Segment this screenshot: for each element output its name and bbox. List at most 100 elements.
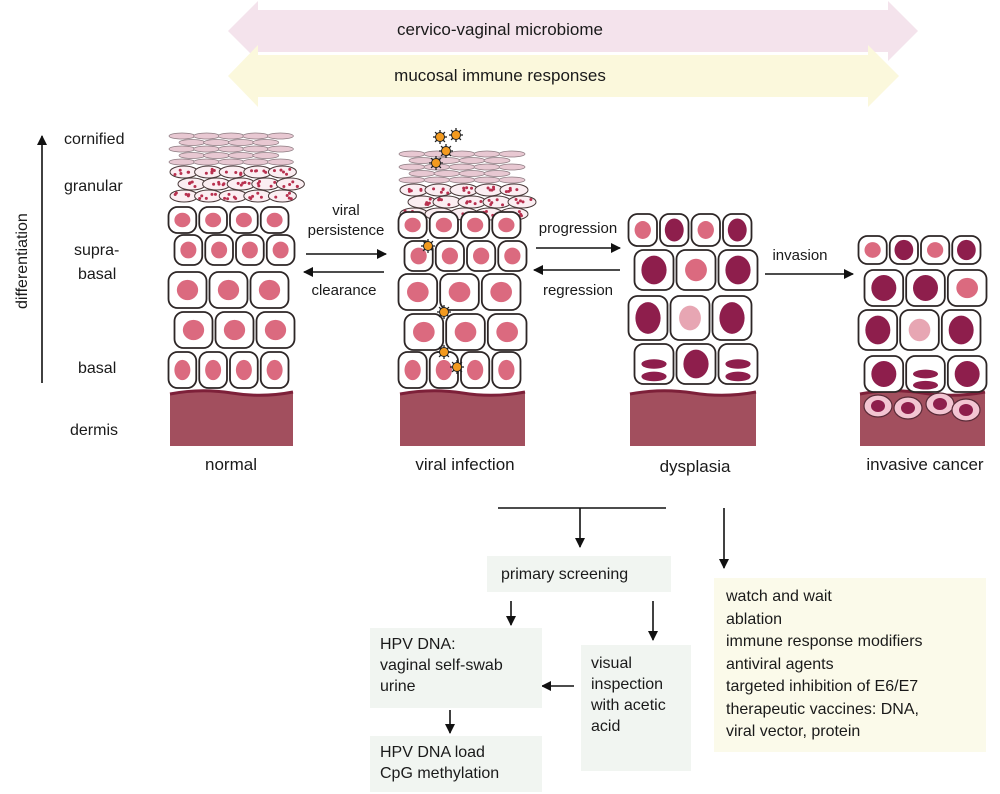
- cell-nucleus: [176, 279, 199, 301]
- keratohyalin-granule: [486, 186, 490, 190]
- cell-nucleus: [634, 221, 651, 239]
- stage-label-dysplasia: dysplasia: [659, 457, 731, 476]
- keratohyalin-granule: [241, 181, 245, 185]
- cell-nucleus: [498, 359, 515, 381]
- keratohyalin-granule: [234, 170, 238, 174]
- visual-line-2: inspection: [591, 676, 664, 693]
- keratohyalin-granule: [508, 186, 512, 190]
- transition-label-progression: progression: [538, 220, 618, 237]
- keratohyalin-granule: [212, 182, 216, 186]
- keratohyalin-granule: [285, 172, 289, 176]
- basement-membrane: [629, 389, 757, 397]
- cell-nucleus: [258, 279, 281, 301]
- keratohyalin-granule: [236, 181, 240, 185]
- keratohyalin-granule: [514, 197, 518, 201]
- keratohyalin-granule: [264, 170, 268, 174]
- cell-nucleus: [913, 275, 938, 301]
- cell-nucleus: [404, 359, 421, 381]
- keratohyalin-granule: [184, 192, 188, 196]
- keratohyalin-granule: [217, 182, 221, 186]
- cell-nucleus: [727, 218, 747, 242]
- keratohyalin-granule: [204, 196, 208, 200]
- keratohyalin-granule: [279, 168, 283, 172]
- cell-nucleus: [683, 349, 709, 379]
- keratohyalin-granule: [529, 197, 533, 201]
- cell-nucleus: [933, 398, 947, 410]
- keratohyalin-granule: [446, 191, 450, 195]
- cell-nucleus: [927, 242, 944, 258]
- keratohyalin-granule: [274, 195, 278, 199]
- treatment-item: antiviral agents: [726, 655, 834, 673]
- primary-screening-label: primary screening: [501, 566, 629, 583]
- cell-nucleus: [871, 361, 897, 387]
- cell-nucleus: [266, 212, 283, 228]
- layer-label-granular: granular: [64, 178, 123, 195]
- hpv-dna-line-1: HPV DNA:: [380, 636, 456, 653]
- stage-label-normal: normal: [205, 455, 257, 474]
- stage-label-invasive-cancer: invasive cancer: [866, 455, 984, 474]
- keratohyalin-granule: [200, 194, 204, 198]
- keratohyalin-granule: [232, 195, 236, 199]
- transition-label-regression: regression: [542, 282, 614, 299]
- keratohyalin-granule: [439, 198, 443, 202]
- cell-nucleus: [174, 212, 191, 228]
- keratohyalin-granule: [269, 184, 273, 188]
- keratohyalin-granule: [259, 195, 263, 199]
- visual-line-4: acid: [591, 718, 621, 735]
- keratohyalin-granule: [517, 210, 521, 214]
- keratohyalin-granule: [224, 170, 228, 174]
- transition-label-clearance: clearance: [311, 282, 377, 299]
- cell-nucleus: [441, 247, 458, 265]
- virus-particle-icon: [429, 156, 443, 170]
- keratohyalin-granule: [515, 188, 519, 192]
- keratohyalin-granule: [227, 192, 231, 196]
- layer-label-basal: basal: [78, 360, 117, 377]
- keratohyalin-granule: [256, 191, 260, 195]
- keratohyalin-granule: [257, 184, 261, 188]
- squame-cell: [252, 139, 280, 146]
- keratohyalin-granule: [239, 172, 243, 176]
- keratohyalin-granule: [465, 200, 469, 204]
- cell-nucleus: [641, 359, 667, 369]
- treatment-item: therapeutic vaccines: DNA,: [726, 700, 919, 718]
- treatment-item: watch and wait: [726, 588, 832, 605]
- dna-load-line-1: HPV DNA load: [380, 744, 485, 761]
- basement-membrane: [169, 389, 294, 397]
- cell-nucleus: [407, 281, 429, 303]
- squame-cell: [252, 152, 280, 159]
- keratohyalin-granule: [291, 180, 295, 184]
- cell-nucleus: [498, 217, 515, 233]
- keratohyalin-granule: [507, 189, 511, 193]
- visual-inspection-box: visual inspection with acetic acid: [581, 645, 691, 771]
- cell-nucleus: [467, 217, 484, 233]
- cell-nucleus: [404, 217, 421, 233]
- cell-nucleus: [496, 321, 518, 343]
- cell-nucleus: [413, 321, 435, 343]
- keratohyalin-granule: [226, 197, 230, 201]
- keratohyalin-granule: [255, 169, 259, 173]
- cell-nucleus: [725, 359, 751, 369]
- cell-nucleus: [679, 305, 701, 331]
- keratohyalin-granule: [221, 183, 225, 187]
- cell-nucleus: [901, 402, 915, 414]
- keratohyalin-granule: [490, 201, 494, 205]
- treatment-item: ablation: [726, 610, 783, 628]
- cell-nucleus: [205, 359, 222, 381]
- keratohyalin-granule: [470, 186, 474, 190]
- cell-nucleus: [467, 359, 484, 381]
- dermis-layer: [400, 390, 525, 446]
- keratohyalin-granule: [282, 185, 286, 189]
- virus-particle-icon: [437, 305, 451, 319]
- keratohyalin-granule: [495, 198, 499, 202]
- cell-nucleus: [641, 255, 667, 285]
- cell-nucleus: [913, 369, 938, 379]
- cell-nucleus: [908, 318, 931, 342]
- treatment-item: immune response modifiers: [726, 633, 923, 650]
- stage-label-viral-infection: viral infection: [415, 455, 515, 474]
- cell-nucleus: [871, 275, 897, 301]
- keratohyalin-granule: [258, 179, 262, 183]
- keratohyalin-granule: [468, 199, 472, 203]
- cell-nucleus: [174, 359, 191, 381]
- cell-nucleus: [725, 371, 751, 382]
